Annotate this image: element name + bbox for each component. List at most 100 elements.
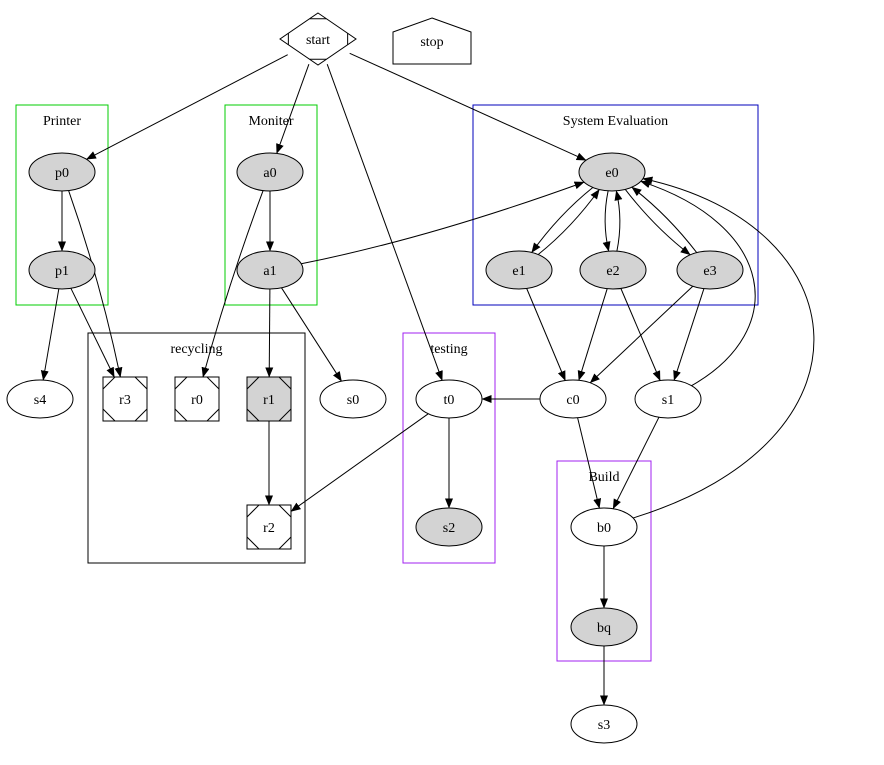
edge-s1-e0 [640,180,756,387]
cluster-printer-border [15,104,109,306]
node-s3: s3 [570,704,638,744]
edge-start-e0 [349,52,587,161]
cluster-system-evaluation-label: System Evaluation [563,114,668,129]
r2-corner-mark [278,504,292,518]
r0-square-shape [174,376,220,422]
r3-square-shape [102,376,148,422]
r0-corner-mark [174,408,188,422]
a1-ellipse-shape [236,250,304,290]
edge-start-p0 [86,54,288,160]
node-r3-label: r3 [119,393,131,408]
r2-corner-mark [246,504,260,518]
e1-ellipse-shape [485,250,553,290]
node-c0-label: c0 [566,393,579,408]
r0-corner-mark [206,408,220,422]
node-s4-label: s4 [34,393,46,408]
node-start-label: start [306,33,330,48]
e2-ellipse-shape [579,250,647,290]
cluster-moniter: Moniter [224,104,318,306]
cluster-moniter-border [224,104,318,306]
node-stop: stop [392,17,472,65]
r3-corner-mark [102,376,116,390]
cluster-system-evaluation-border [472,104,759,306]
edge-layer [40,52,815,706]
node-a0-label: a0 [263,166,276,181]
node-b0: b0 [570,507,638,547]
c0-ellipse-shape [539,379,607,419]
r0-corner-mark [206,376,220,390]
edge-e0-e3 [624,189,691,256]
r1-corner-mark [246,408,260,422]
edge-a1-e0 [301,181,585,265]
node-a0: a0 [236,152,304,192]
r1-square-shape [246,376,292,422]
edge-p0-r3 [68,190,123,378]
r1-corner-mark [278,408,292,422]
r1-corner-mark [246,376,260,390]
node-e0-label: e0 [605,166,618,181]
r1-corner-mark [278,376,292,390]
edge-start-a0 [276,64,310,154]
node-s3-label: s3 [598,718,610,733]
node-e2-label: e2 [606,264,619,279]
node-s4: s4 [6,379,74,419]
edge-e3-c0 [589,285,694,384]
stop-house-shape [392,17,472,65]
edge-p1-s4 [40,288,60,381]
node-p0: p0 [28,152,96,192]
node-r3: r3 [102,376,148,422]
edge-a1-s0 [281,287,342,382]
p1-ellipse-shape [28,250,96,290]
r2-corner-mark [278,536,292,550]
r3-corner-mark [102,408,116,422]
edge-e0-e2 [602,190,611,252]
node-e0: e0 [578,152,646,192]
node-a1-label: a1 [263,264,276,279]
node-a1: a1 [236,250,304,290]
s1-ellipse-shape [634,379,702,419]
cluster-printer-label: Printer [43,114,81,129]
bq-ellipse-shape [570,607,638,647]
r2-square-shape [246,504,292,550]
node-bq: bq [570,607,638,647]
r3-corner-mark [134,408,148,422]
edge-e0-e1 [531,187,594,253]
node-t0: t0 [415,379,483,419]
edge-s1-b0 [612,417,660,510]
edge-e2-c0 [577,288,608,381]
p0-ellipse-shape [28,152,96,192]
cluster-testing-label: testing [430,342,467,357]
a0-ellipse-shape [236,152,304,192]
node-r2-label: r2 [263,521,275,536]
node-e3: e3 [676,250,744,290]
cluster-moniter-label: Moniter [248,114,293,129]
node-s0: s0 [319,379,387,419]
r0-corner-mark [174,376,188,390]
node-r1: r1 [246,376,292,422]
node-b0-label: b0 [597,521,611,536]
node-r1-label: r1 [263,393,275,408]
node-e1: e1 [485,250,553,290]
cluster-testing-border [402,332,496,564]
e3-ellipse-shape [676,250,744,290]
edge-p1-r3 [70,288,115,378]
start-diamond-shape [279,12,357,66]
node-s0-label: s0 [347,393,359,408]
edge-e1-c0 [526,288,566,381]
edge-t0-r2 [290,413,429,512]
t0-ellipse-shape [415,379,483,419]
edge-e3-s1 [673,288,705,381]
edge-e2-s1 [620,288,661,381]
cluster-build-label: Build [588,470,619,485]
edge-e2-e0 [614,190,623,252]
node-s2: s2 [415,507,483,547]
edge-e3-e0 [631,186,698,253]
edge-c0-b0 [577,417,602,509]
node-s1-label: s1 [662,393,674,408]
cluster-recycling-border [87,332,306,564]
r3-corner-mark [134,376,148,390]
edge-start-t0 [326,64,443,381]
